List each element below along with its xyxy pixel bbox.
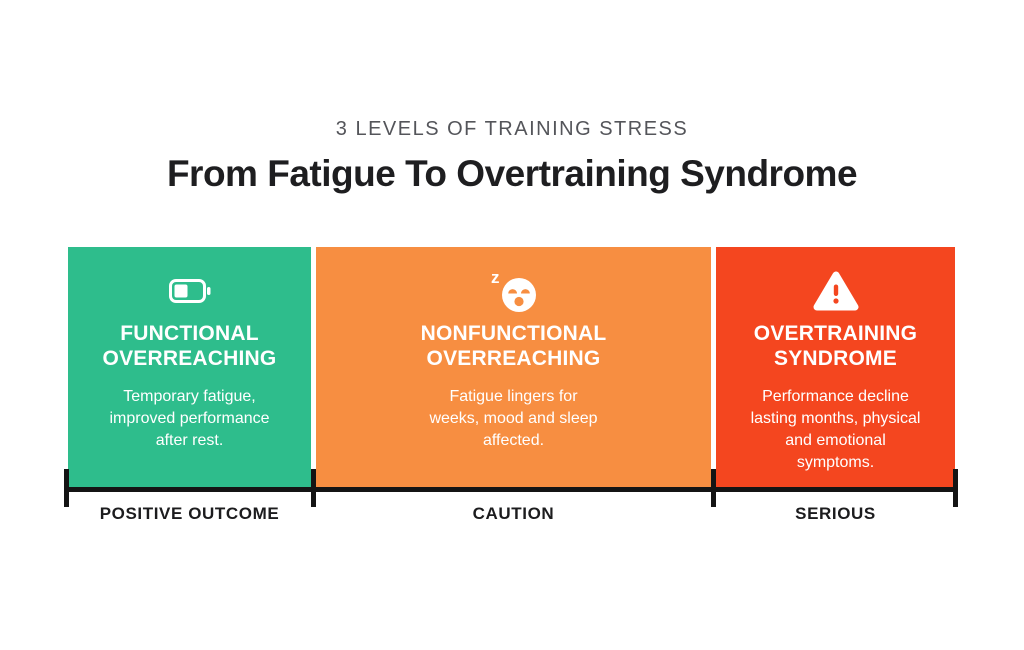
axis-label-serious: SERIOUS: [795, 504, 876, 523]
sleeping-face-icon: z: [316, 268, 711, 314]
axis-tick-boundary-2: [711, 469, 716, 507]
axis-tick-boundary-1: [311, 469, 316, 507]
axis-label-caution: CAUTION: [472, 504, 555, 523]
card-title: NONFUNCTIONAL OVERREACHING: [420, 322, 607, 370]
card-title: FUNCTIONAL OVERREACHING: [102, 322, 277, 370]
page-title: From Fatigue To Overtraining Syndrome: [166, 153, 858, 194]
axis-tick-end: [953, 469, 958, 507]
card-description: Performance decline lasting months, phys…: [750, 387, 921, 471]
card-functional-overreaching: FUNCTIONAL OVERREACHING Temporary fatigu…: [68, 247, 311, 487]
axis-tick-start: [64, 469, 69, 507]
card-nonfunctional-overreaching: z NONFUNCTIONAL OVERREACHING Fatigue lin…: [316, 247, 711, 487]
svg-text:z: z: [491, 268, 500, 287]
battery-half-icon: [68, 268, 311, 314]
stress-level-cards: FUNCTIONAL OVERREACHING Temporary fatigu…: [68, 247, 955, 487]
kicker-subtitle: 3 LEVELS OF TRAINING STRESS: [335, 118, 689, 140]
card-overtraining-syndrome: OVERTRAINING SYNDROME Performance declin…: [716, 247, 955, 487]
card-title: OVERTRAINING SYNDROME: [753, 322, 918, 370]
warning-triangle-icon: [716, 268, 955, 314]
axis-label-positive-outcome: POSITIVE OUTCOME: [99, 504, 280, 523]
card-description: Fatigue lingers for weeks, mood and slee…: [429, 387, 598, 449]
card-description: Temporary fatigue, improved performance …: [109, 387, 270, 449]
severity-axis-line: [64, 487, 958, 492]
